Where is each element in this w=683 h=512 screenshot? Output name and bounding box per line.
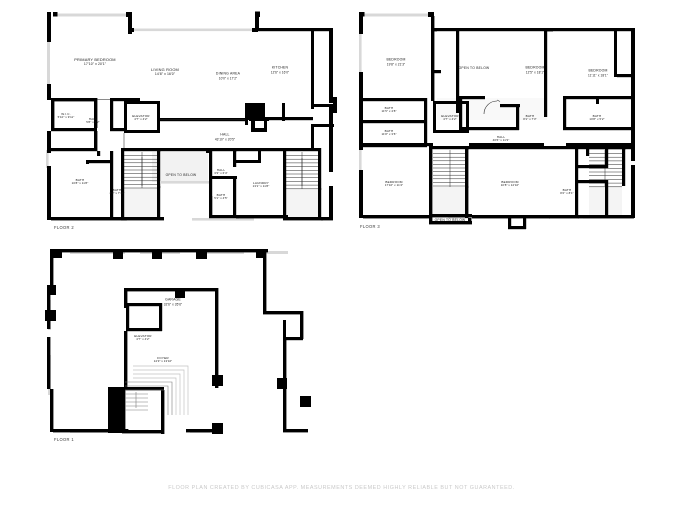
floor-caption-3: FLOOR 3 bbox=[360, 224, 380, 229]
floor-3-walls bbox=[359, 12, 635, 230]
floor-2-stair-arrows bbox=[141, 157, 303, 186]
floor-1-walls bbox=[45, 249, 311, 434]
floor-2-walls bbox=[47, 11, 337, 221]
open-to-below-label-lower: OPEN TO BELOW bbox=[434, 218, 466, 222]
footer-disclaimer: FLOOR PLAN CREATED BY CUBICASA APP. MEAS… bbox=[168, 485, 515, 491]
open-to-below-label-upper: OPEN TO BELOW bbox=[458, 66, 490, 70]
floor-1-stair-winder bbox=[133, 365, 189, 415]
floor-1-drawing bbox=[45, 249, 311, 434]
floor-2-drawing bbox=[46, 11, 337, 221]
floor-caption-1: FLOOR 1 bbox=[54, 437, 74, 442]
floor-caption-2: FLOOR 2 bbox=[54, 225, 74, 230]
floor-3-drawing bbox=[359, 12, 635, 230]
floor-2-door-lines bbox=[97, 99, 245, 148]
open-to-below-label: OPEN TO BELOW bbox=[165, 173, 197, 177]
floor-1-stair-treads bbox=[125, 381, 173, 415]
floor-3-door-lines bbox=[483, 99, 501, 115]
